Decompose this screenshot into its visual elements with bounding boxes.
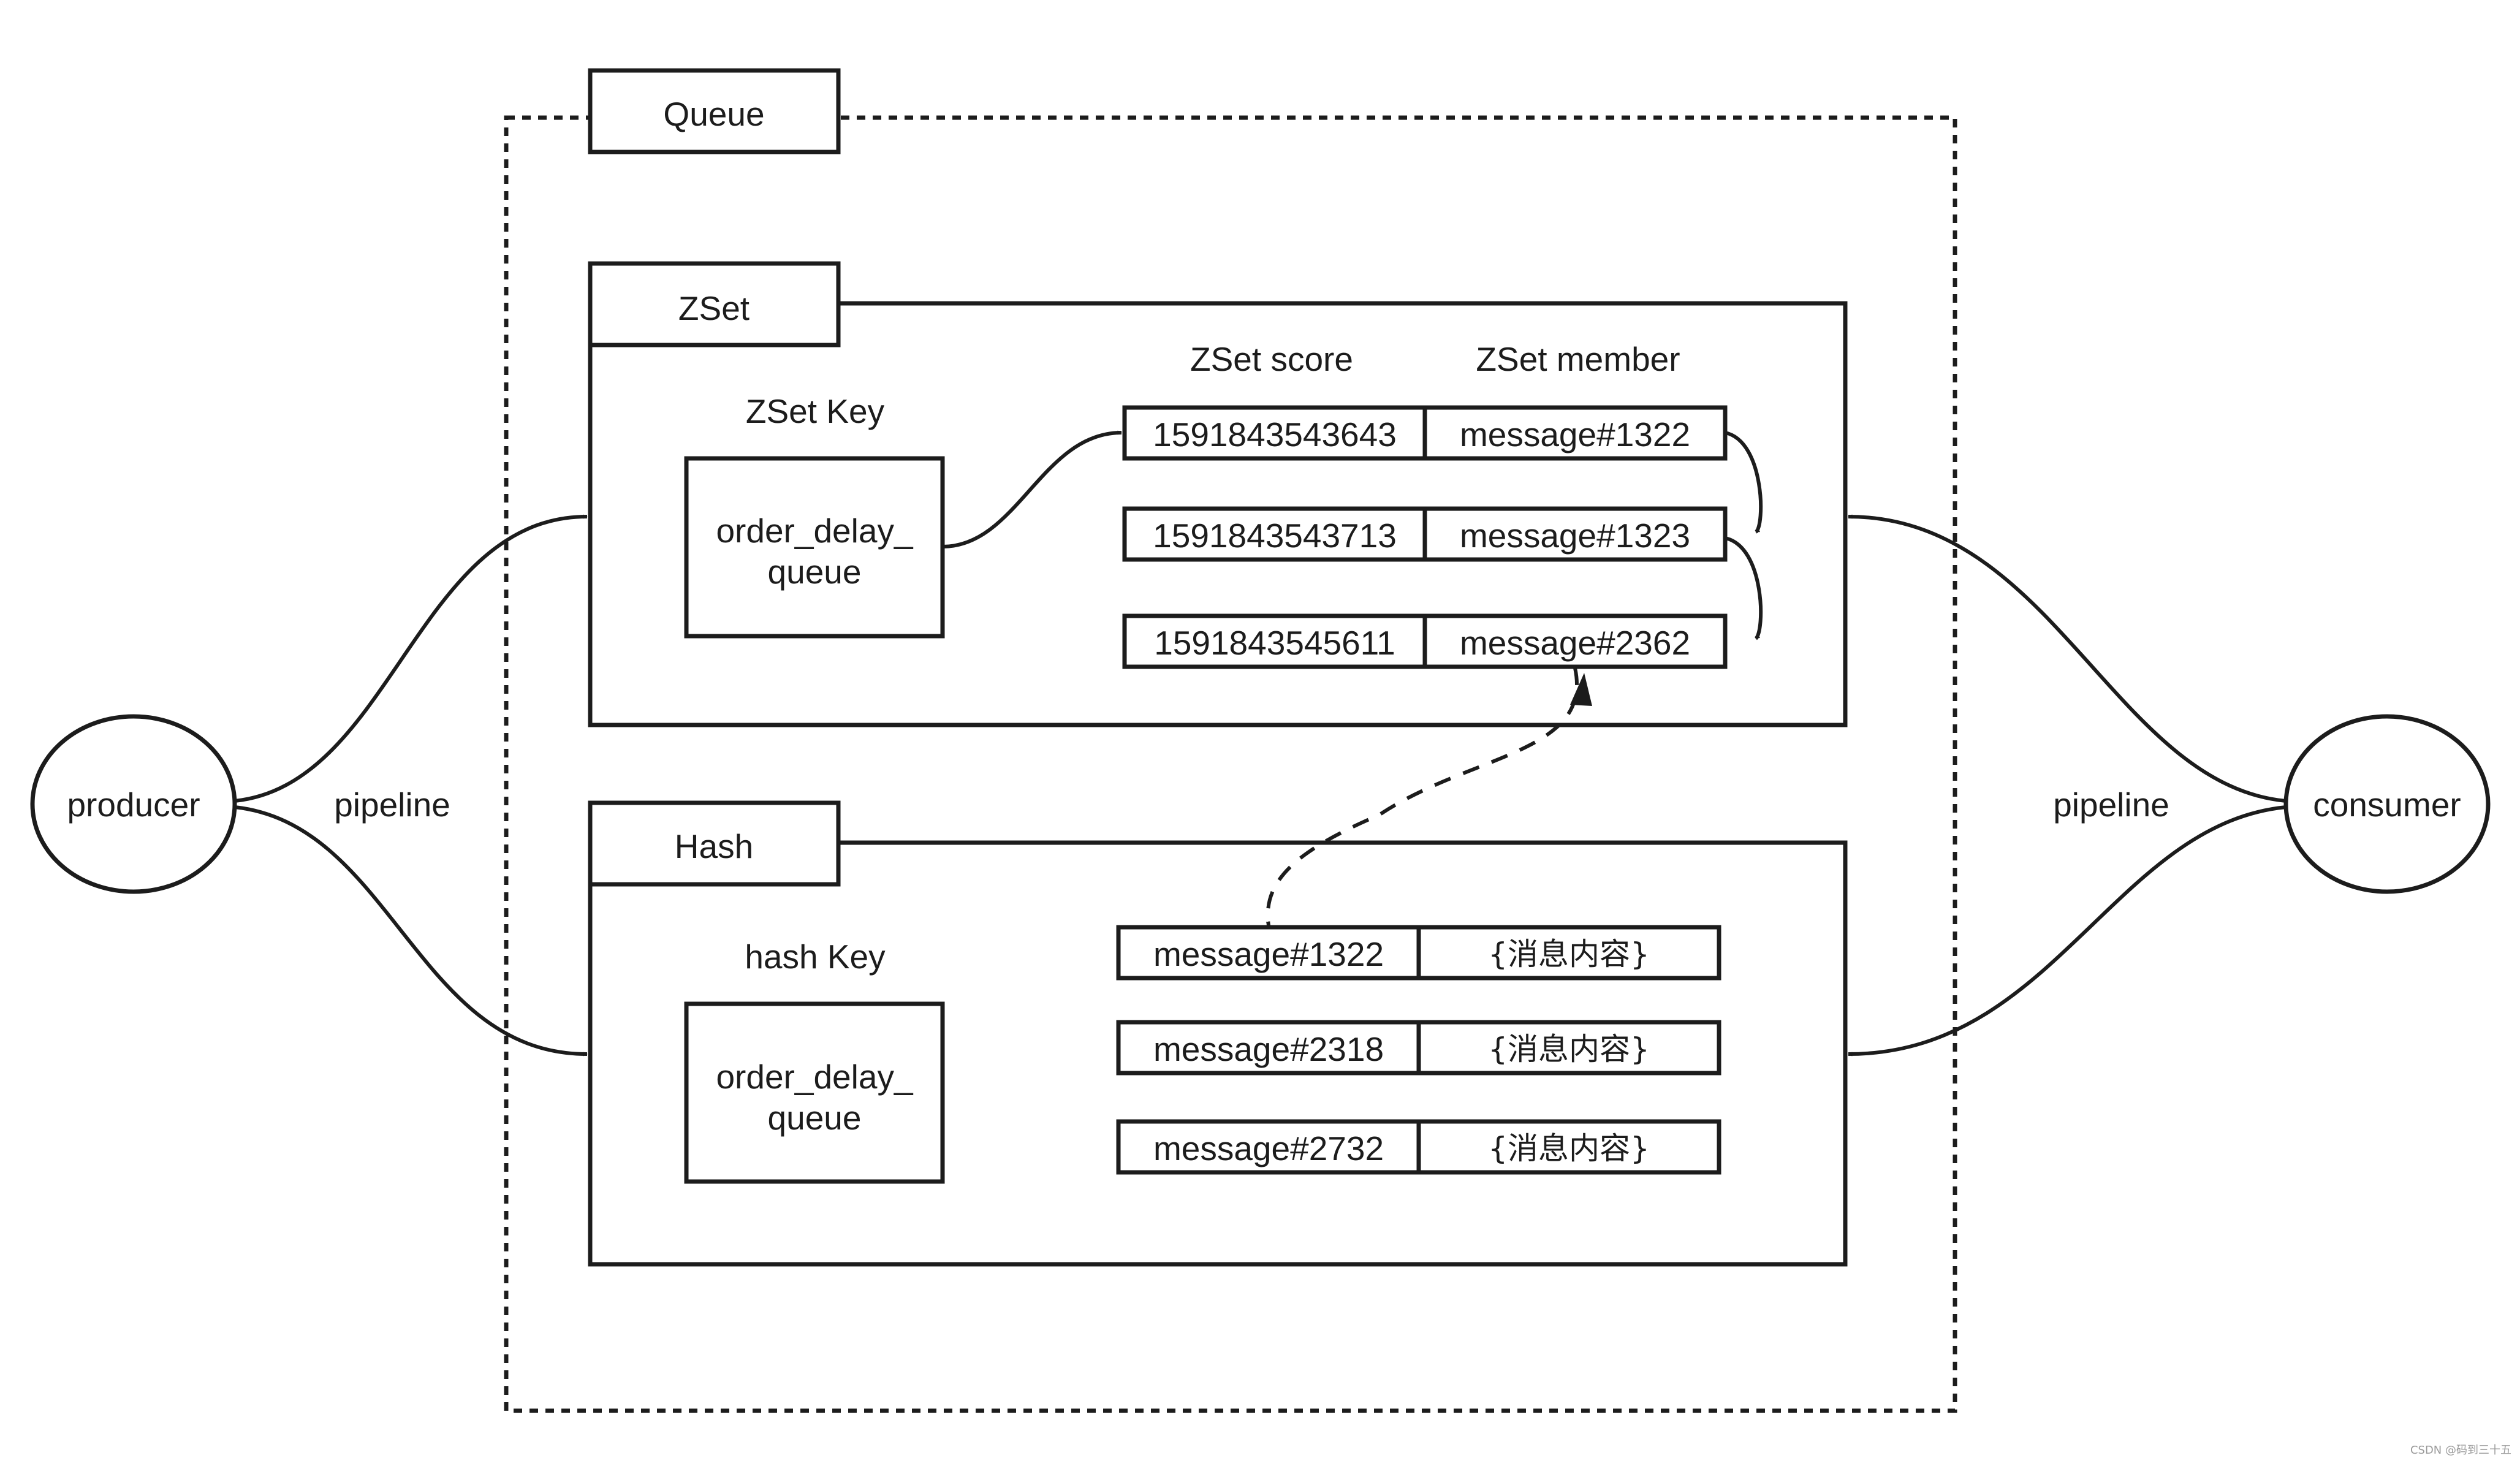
zset-score-cell: 1591843543643 xyxy=(1153,416,1397,453)
hash-key-line2: queue xyxy=(768,1099,862,1137)
producer-label: producer xyxy=(67,786,200,824)
zset-key-to-member-arrow xyxy=(942,430,1122,548)
consumer-from-zset-arrow xyxy=(1848,514,2287,803)
watermark: CSDN @码到三十五 xyxy=(2410,1444,2511,1457)
zset-score-cell: 1591843543713 xyxy=(1153,517,1397,555)
zset-container: ZSet ZSet Key order_delay_ queue ZSet sc… xyxy=(588,261,1848,727)
hash-title-tab xyxy=(588,800,841,887)
consumer-node: consumer xyxy=(2283,714,2491,894)
hash-field-cell: message#1322 xyxy=(1153,935,1384,973)
zset-member-column-header: ZSet member xyxy=(1476,340,1680,378)
producer-to-zset-arrow xyxy=(234,514,588,803)
hash-title: Hash xyxy=(675,827,753,865)
hash-row: message#2732 {消息内容} xyxy=(1116,1119,1721,1175)
zset-row: 1591843543643 message#1322 xyxy=(1122,405,1728,461)
hash-field-cell: message#2732 xyxy=(1153,1129,1384,1167)
queue-title: Queue xyxy=(663,95,764,133)
hash-field-cell: message#2318 xyxy=(1153,1030,1384,1068)
hash-key-label: hash Key xyxy=(745,938,886,976)
zset-order-arrow xyxy=(1725,431,1763,534)
zset-key-line1: order_delay_ xyxy=(716,512,913,550)
zset-member-cell: message#1323 xyxy=(1460,517,1690,555)
zset-key-label: ZSet Key xyxy=(746,392,885,430)
zset-frame xyxy=(588,301,1848,727)
hash-frame xyxy=(588,840,1848,1267)
zset-title: ZSet xyxy=(678,289,750,327)
queue-boundary xyxy=(504,115,1957,1413)
hash-container: Hash hash Key order_delay_ queue message… xyxy=(588,800,1848,1267)
zset-score-column-header: ZSet score xyxy=(1190,340,1353,378)
zset-member-cell: message#1322 xyxy=(1460,416,1690,453)
hash-value-cell: {消息内容} xyxy=(1488,936,1650,972)
hash-value-cell: {消息内容} xyxy=(1488,1031,1650,1067)
zset-key-line2: queue xyxy=(768,553,862,591)
consumer-pipeline-label: pipeline xyxy=(2053,786,2169,824)
queue-title-tab: Queue xyxy=(588,68,841,154)
hash-row: message#1322 {消息内容} xyxy=(1116,925,1721,981)
producer-pipeline-label: pipeline xyxy=(334,786,450,824)
consumer-from-hash-arrow xyxy=(1848,805,2287,1057)
link-arrowhead xyxy=(1570,673,1592,706)
zset-title-tab xyxy=(588,261,841,347)
zset-key-box xyxy=(684,456,945,639)
zset-order-arrow xyxy=(1725,536,1763,640)
zset-row: 1591843545611 message#2362 xyxy=(1122,613,1728,669)
member-to-hash-field-link xyxy=(1266,667,1579,926)
consumer-label: consumer xyxy=(2313,786,2461,824)
hash-key-line1: order_delay_ xyxy=(716,1058,913,1096)
hash-row: message#2318 {消息内容} xyxy=(1116,1020,1721,1076)
zset-score-cell: 1591843545611 xyxy=(1154,624,1395,662)
hash-key-box xyxy=(684,1001,945,1184)
producer-to-hash-arrow xyxy=(234,805,588,1057)
zset-member-cell: message#2362 xyxy=(1460,624,1690,662)
zset-row: 1591843543713 message#1323 xyxy=(1122,506,1728,562)
producer-node: producer xyxy=(30,714,237,894)
hash-value-cell: {消息内容} xyxy=(1488,1131,1650,1166)
